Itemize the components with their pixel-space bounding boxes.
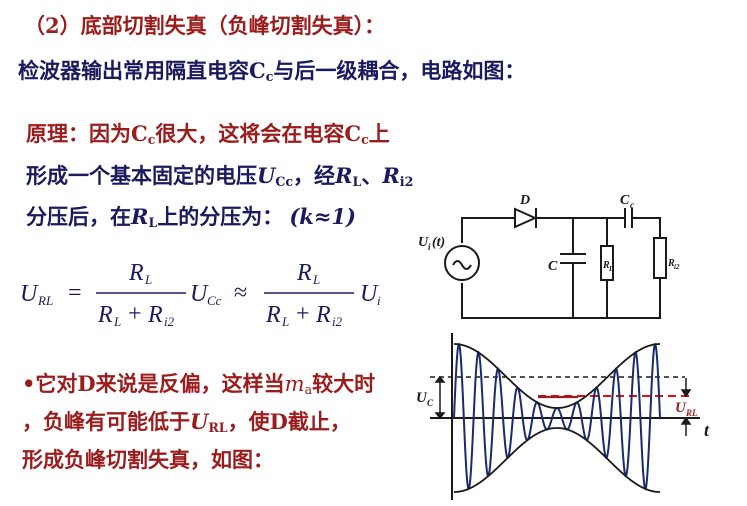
bullet-line-1: •它对D来说是反偏，这样当ma较大时 [22, 368, 375, 398]
uc-label: U [416, 390, 428, 406]
principle-l1-pre: 原理：因为C [26, 121, 148, 146]
formula-u2-sub: i [377, 293, 381, 308]
time-axis-label: t [704, 420, 710, 440]
formula-num: R [128, 260, 144, 286]
filter-cap-label: C [548, 259, 558, 274]
sine-glyph [452, 260, 472, 270]
bullet-l1-m: m [284, 372, 305, 396]
principle-l3-rsub: L [148, 215, 158, 231]
ri2-label: R [667, 258, 675, 269]
diode-label: D [519, 193, 530, 208]
principle-line-1: 原理：因为Cc很大，这将会在电容Cc上 [26, 118, 390, 148]
formula-approx: ≈ [234, 280, 247, 306]
bullet-line-3: 形成负峰切割失真，如图： [22, 444, 274, 474]
url-arrow-top [680, 389, 692, 398]
rl-label: R [602, 260, 610, 271]
formula-lhs: U [20, 281, 39, 307]
bullet-l2-usub: RL [208, 420, 228, 436]
am-carrier-wave [453, 342, 661, 491]
intro-post: 与后一级耦合，电路如图： [273, 58, 526, 83]
rl-label-sub: L [608, 265, 613, 273]
voltage-source-symbol [444, 245, 480, 281]
ri2-label-sub: i2 [674, 263, 680, 271]
wire-bottom [461, 278, 661, 319]
principle-l1-sub1: c [147, 132, 156, 148]
formula-den2-a: R [265, 302, 281, 328]
source-label-t: (t) [432, 235, 445, 250]
intro-text: 检波器输出常用隔直电容Cc与后一级耦合，电路如图： [18, 55, 525, 85]
bullet-l1-pre: •它对D来说是反偏，这样当 [22, 371, 285, 396]
principle-line-3: 分压后，在RL上的分压为：(k≈1) [26, 201, 356, 231]
source-label-sub: i [428, 242, 431, 252]
formula-den2-a-sub: L [281, 314, 289, 329]
formula-den-b-sub: i2 [164, 314, 175, 329]
principle-l2-r1sub: L [352, 174, 362, 190]
formula-den2-plus: + [296, 301, 310, 327]
envelope-bottom [454, 427, 660, 493]
section-title: （2）底部切割失真（负峰切割失真）： [24, 10, 385, 40]
section-title-text: （2）底部切割失真（负峰切割失真）： [24, 13, 386, 38]
source-label: U [418, 235, 429, 250]
principle-l2-sep: 、 [361, 163, 383, 188]
formula-num2-sub: L [312, 272, 320, 287]
principle-l2-usub: Cc [275, 174, 294, 190]
formula-den2-b: R [315, 302, 331, 328]
formula-u1-sub: Cc [207, 293, 222, 308]
clipping-waveform: U C U RL t [416, 333, 710, 500]
formula-den2-b-sub: i2 [332, 314, 343, 329]
bullet-l2-u: U [190, 409, 209, 434]
formula-lhs-sub: RL [37, 293, 53, 308]
bullet-l3: 形成负峰切割失真，如图： [22, 447, 274, 472]
principle-l2-r1: R [335, 163, 353, 188]
bullet-l1-msub: a [304, 382, 313, 398]
formula-num2: R [296, 260, 312, 286]
diode-triangle [514, 207, 538, 229]
bullet-l2-post: ，使D截止， [227, 409, 351, 434]
formula-den-a: R [97, 302, 113, 328]
formula-u2: U [360, 281, 379, 307]
formula-u1: U [190, 281, 209, 307]
bullet-l1-post: 较大时 [312, 371, 376, 396]
principle-l2-mid: ，经 [293, 163, 336, 188]
uc-label-sub: C [427, 398, 434, 408]
bullet-line-2: ，负峰有可能低于URL，使D截止， [22, 406, 351, 436]
coupling-cap-label-sub: c [630, 200, 634, 210]
resistor-ri2 [653, 237, 667, 279]
voltage-divider-formula: U RL = R L R L + R i2 U Cc ≈ R L R L + R… [20, 260, 381, 329]
intro-pre: 检波器输出常用隔直电容C [18, 58, 266, 83]
coupling-cap-label: C [620, 193, 630, 208]
principle-l3-pre: 分压后，在 [26, 204, 131, 229]
principle-l1-post: 上 [368, 121, 390, 146]
principle-l3-cond: (k≈1) [289, 204, 356, 229]
uc-arrow-bottom [434, 412, 446, 420]
principle-l2-r2: R [382, 163, 400, 188]
formula-den-b: R [147, 302, 163, 328]
envelope-top [454, 343, 660, 409]
intro-sub: c [265, 69, 274, 85]
bullet-l2-pre: ，负峰有可能低于 [22, 409, 190, 434]
url-label-sub: RL [685, 408, 698, 418]
uc-arrow-top [434, 375, 446, 383]
formula-eq: = [68, 280, 82, 306]
formula-num-sub: L [144, 272, 152, 287]
principle-l2-r2sub: i2 [399, 174, 414, 190]
formula-den-plus: + [128, 301, 142, 327]
formula-den-a-sub: L [113, 314, 121, 329]
principle-line-2: 形成一个基本固定的电压UCc，经RL、Ri2 [26, 160, 413, 190]
detector-circuit: U i (t) D C c C R L R i2 [418, 193, 680, 319]
principle-l3-r: R [131, 204, 149, 229]
url-label: U [675, 400, 687, 416]
url-arrow-bottom [680, 416, 692, 425]
principle-l2-pre: 形成一个基本固定的电压 [26, 163, 257, 188]
wire-top-right [632, 217, 661, 238]
wire-top-left [461, 217, 515, 243]
principle-l2-u: U [257, 163, 276, 188]
principle-l1-sub2: c [361, 132, 369, 148]
principle-l3-mid: 上的分压为： [157, 204, 284, 229]
principle-l1-mid: 很大，这将会在电容C [155, 121, 362, 146]
